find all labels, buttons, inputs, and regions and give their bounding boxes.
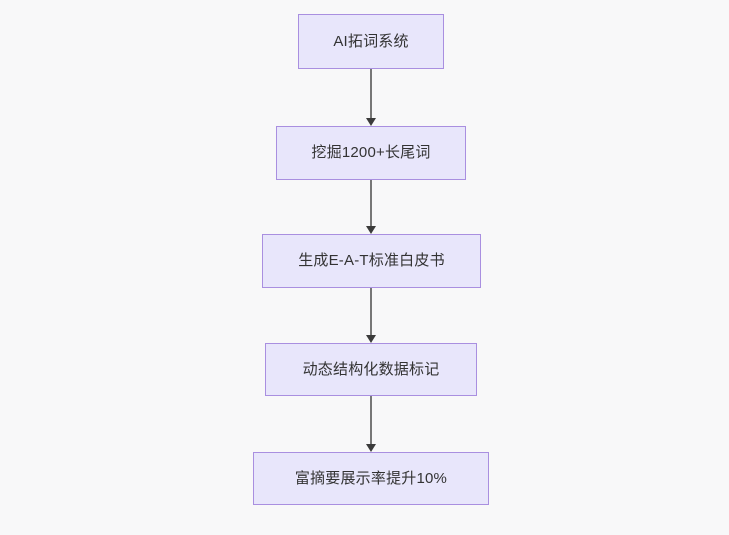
node-label: 生成E-A-T标准白皮书	[298, 252, 445, 269]
node-label: 富摘要展示率提升10%	[294, 469, 448, 487]
connector-line	[370, 69, 372, 119]
node-label: 动态结构化数据标记	[302, 360, 440, 378]
flowchart-node-longtail-keywords[interactable]: 挖掘1200+长尾词	[276, 126, 466, 180]
node-label: AI拓词系统	[333, 32, 409, 50]
connector-line	[370, 396, 372, 445]
flowchart-node-structured-data-markup[interactable]: 动态结构化数据标记	[265, 343, 477, 396]
connector-line	[370, 288, 372, 336]
node-label: 挖掘1200+长尾词	[311, 144, 431, 161]
flowchart-node-ai-keyword-system[interactable]: AI拓词系统	[298, 14, 444, 69]
arrowhead-icon	[366, 226, 376, 234]
connector-node3-node4	[364, 288, 378, 343]
flowchart-node-eat-whitepaper[interactable]: 生成E-A-T标准白皮书	[262, 234, 481, 288]
connector-node2-node3	[364, 180, 378, 234]
arrowhead-icon	[366, 335, 376, 343]
connector-node4-node5	[364, 396, 378, 452]
flowchart-node-rich-snippet-result[interactable]: 富摘要展示率提升10%	[253, 452, 489, 505]
arrowhead-icon	[366, 118, 376, 126]
connector-line	[370, 180, 372, 227]
connector-node1-node2	[364, 69, 378, 126]
arrowhead-icon	[366, 444, 376, 452]
